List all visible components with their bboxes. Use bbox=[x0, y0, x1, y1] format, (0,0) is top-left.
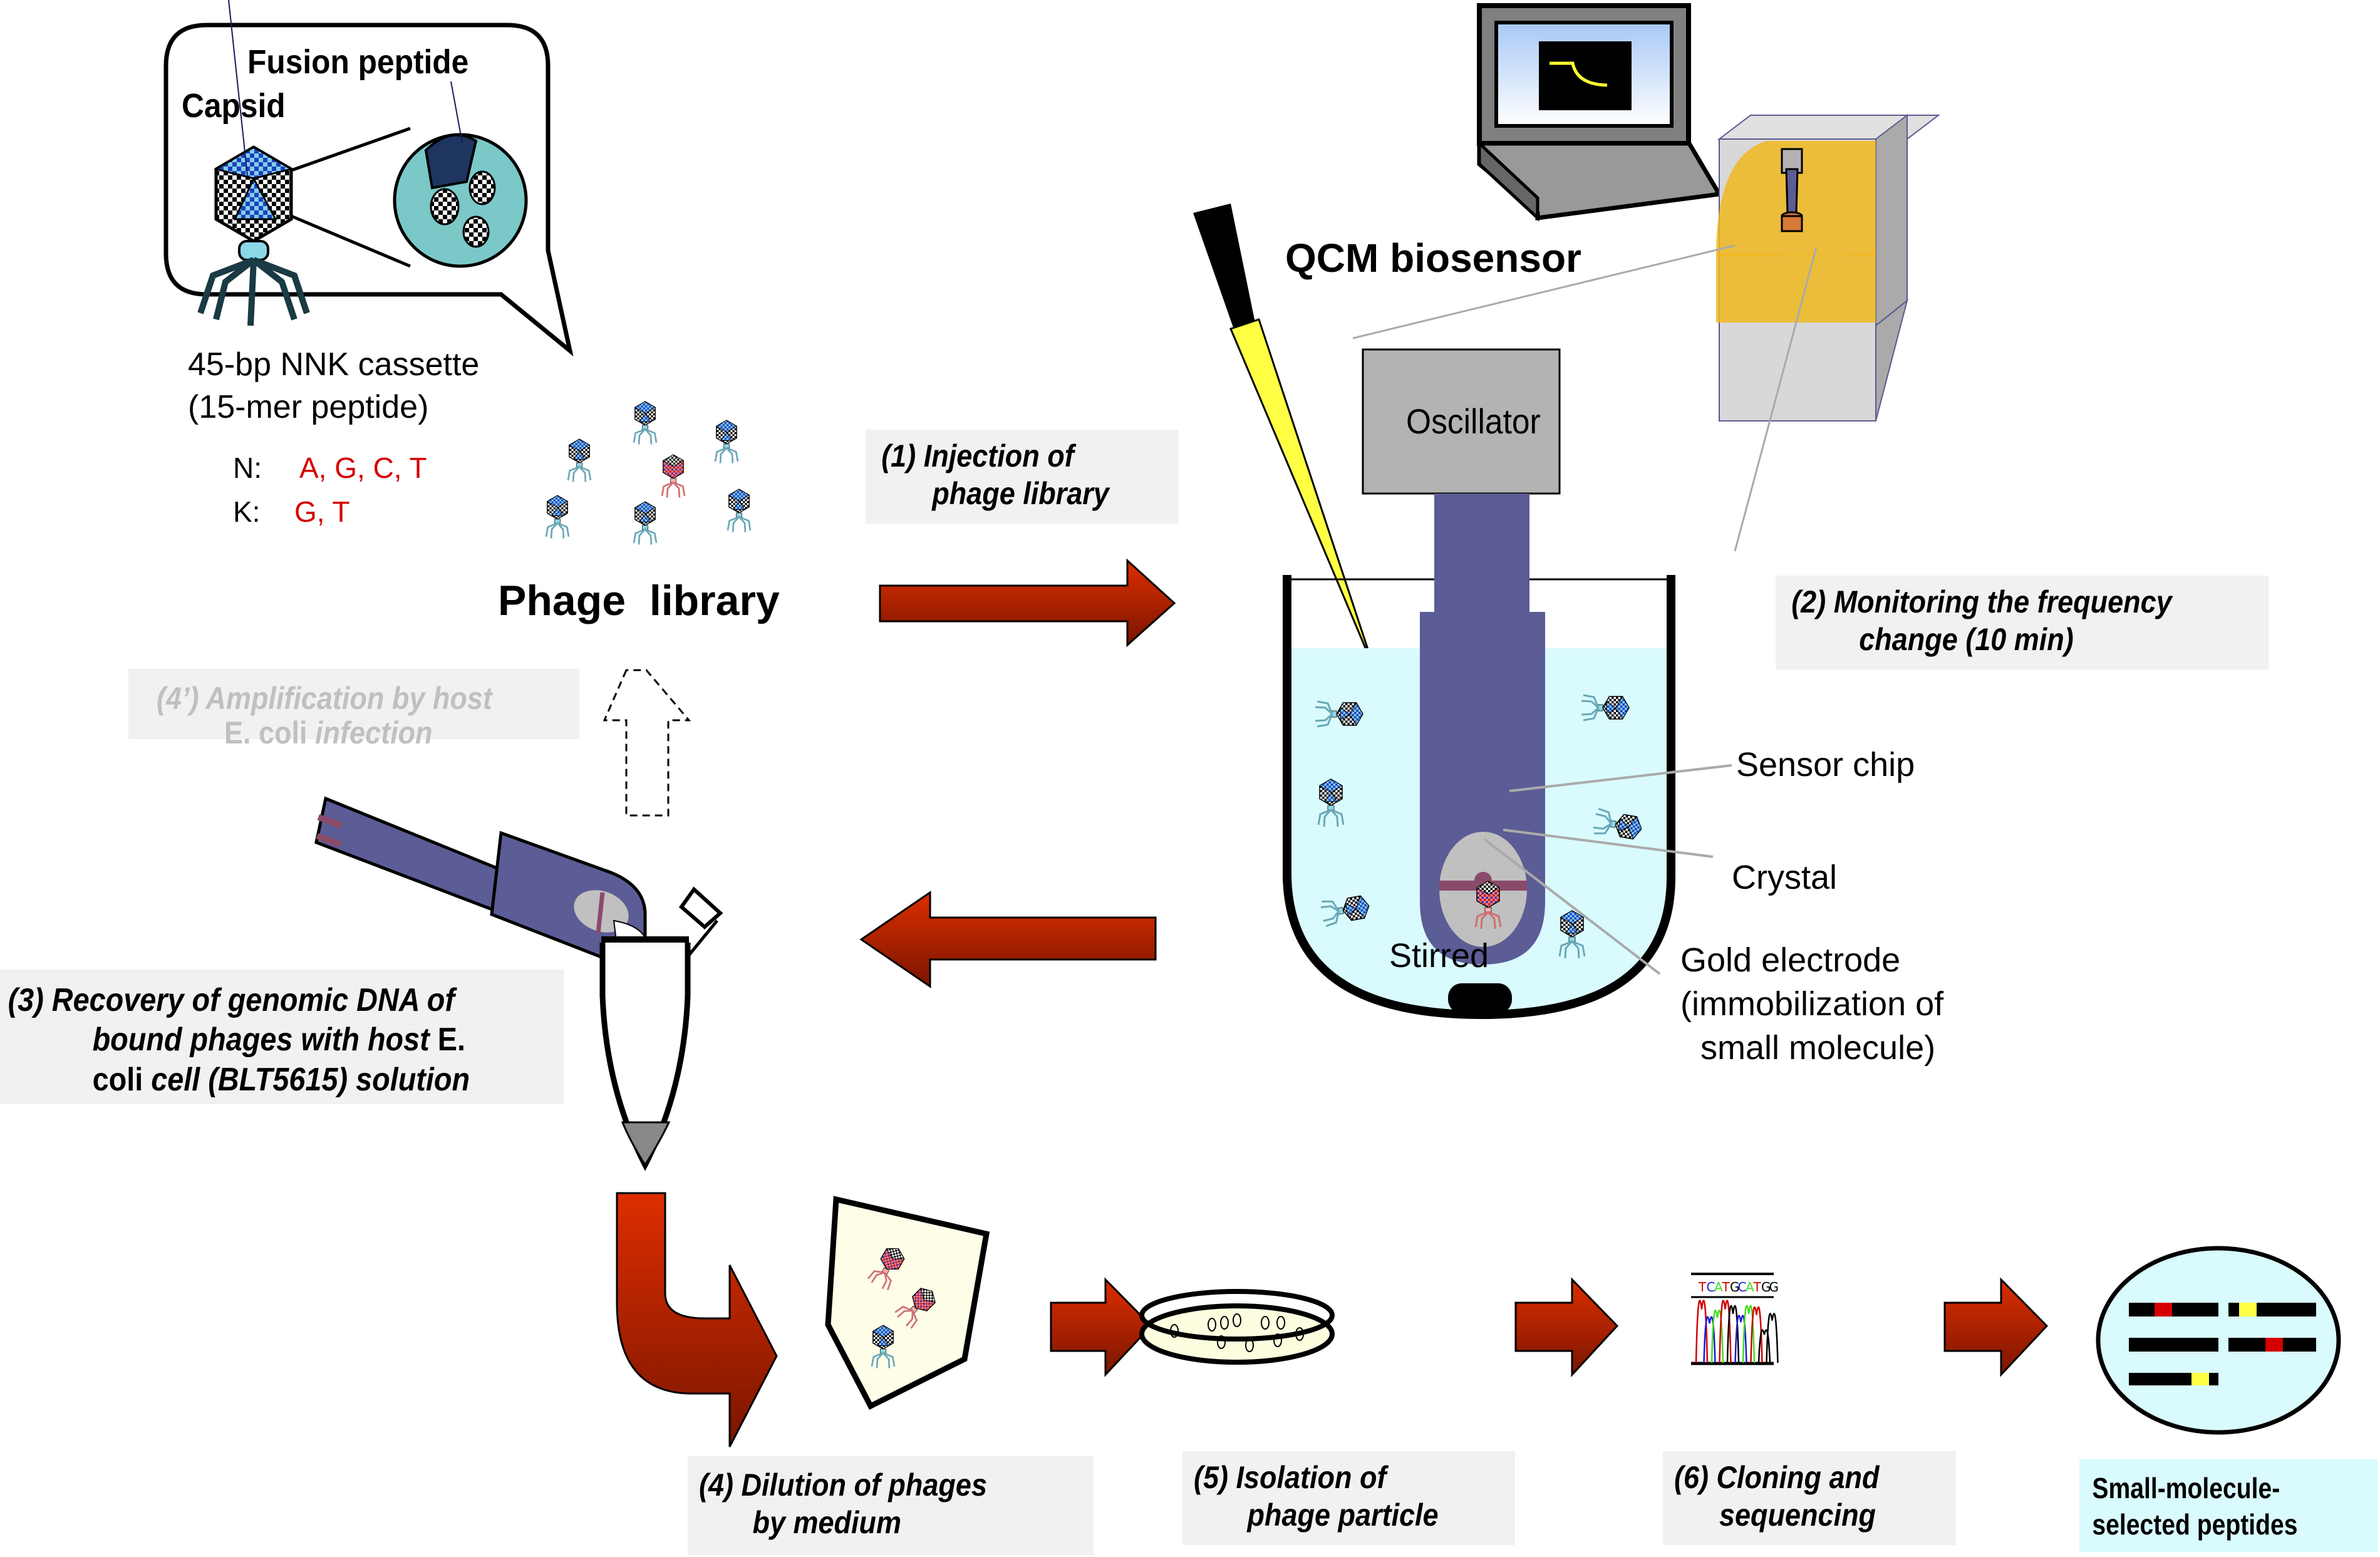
petri-dish-icon bbox=[1139, 1289, 1335, 1365]
sequence-base-letter: A bbox=[1714, 1280, 1723, 1295]
dilution-container bbox=[825, 1196, 990, 1410]
arrow-step6-right bbox=[1514, 1277, 1619, 1377]
sequence-base-letter: T bbox=[1753, 1280, 1762, 1295]
step4prime-line1: (4’) Amplification by host bbox=[157, 681, 492, 716]
step1-line2: phage library bbox=[932, 476, 1109, 511]
selected-peptides-ellipse bbox=[2096, 1246, 2341, 1435]
n-key: N: bbox=[233, 452, 262, 484]
gold-electrode-label-line3: small molecule) bbox=[1700, 1029, 1936, 1067]
pipette-icon bbox=[1193, 204, 1376, 671]
crystal-label: Crystal bbox=[1732, 859, 1838, 896]
step3-line2-plain: E. bbox=[437, 1022, 465, 1058]
step4prime-line2-plain: E. coli bbox=[224, 715, 316, 750]
step3-label-box: (3) Recovery of genomic DNA of bound pha… bbox=[0, 970, 564, 1104]
arrow-step4prime-up-dashed bbox=[603, 669, 691, 817]
sensor-chip-label: Sensor chip bbox=[1736, 746, 1915, 784]
oscillator-unit bbox=[1362, 348, 1561, 495]
k-value: G, T bbox=[294, 495, 350, 528]
phage-library-label: Phage library bbox=[498, 577, 780, 624]
step5-line1: (5) Isolation of bbox=[1194, 1460, 1387, 1495]
sequence-base-letter: G bbox=[1761, 1280, 1771, 1295]
cassette-label-line2: (15-mer peptide) bbox=[188, 389, 429, 425]
qcm-instrument bbox=[1716, 113, 1940, 422]
chromatogram-peak bbox=[1750, 1306, 1763, 1363]
result-line2: selected peptides bbox=[2092, 1508, 2298, 1541]
step5-label-box: (5) Isolation of phage particle bbox=[1182, 1451, 1515, 1545]
sequence-base-letter: T bbox=[1698, 1280, 1707, 1295]
step3-line2: bound phages with host E. bbox=[8, 1020, 564, 1060]
step4-label-box: (4) Dilution of phages by medium bbox=[688, 1456, 1094, 1555]
step3-line3-plain: coli bbox=[92, 1061, 152, 1098]
chromatogram-peak bbox=[1710, 1310, 1724, 1363]
stir-bar bbox=[1448, 983, 1512, 1013]
sequence-base-letter: A bbox=[1746, 1280, 1754, 1295]
step4-line2: by medium bbox=[752, 1505, 902, 1540]
capsid-label: Capsid bbox=[182, 87, 286, 125]
step3-line3: coli cell (BLT5615) solution bbox=[8, 1060, 564, 1100]
step1-line1: (1) Injection of bbox=[881, 438, 1074, 473]
n-value: A, G, C, T bbox=[299, 452, 427, 484]
step3-line2-italic: bound phages with host bbox=[92, 1022, 438, 1058]
arrow-step1-right bbox=[879, 558, 1176, 648]
qcm-biosensor-title: QCM biosensor bbox=[1285, 235, 1581, 281]
laptop-monitor-icon bbox=[1477, 3, 1723, 222]
k-key: K: bbox=[233, 495, 261, 528]
step4prime-line2-italic: infection bbox=[315, 715, 433, 750]
arrow-step3-left bbox=[859, 891, 1157, 988]
step5-line2: phage particle bbox=[1247, 1498, 1439, 1533]
sequence-base-letter: C bbox=[1707, 1280, 1715, 1295]
arrow-final-right bbox=[1943, 1277, 2049, 1377]
arrow-step4-curved bbox=[616, 1192, 778, 1447]
step6-line2: sequencing bbox=[1719, 1498, 1876, 1533]
result-line1: Small-molecule- bbox=[2092, 1472, 2280, 1504]
step4prime-label-box: (4’) Amplification by host E. coli infec… bbox=[128, 669, 579, 750]
phage-library-cluster bbox=[545, 400, 752, 546]
chip-holder-icon bbox=[314, 796, 649, 962]
step2-line2: change (10 min) bbox=[1859, 622, 2074, 657]
fusion-peptide-illustration bbox=[393, 81, 528, 268]
chromatogram-peak bbox=[1703, 1316, 1716, 1363]
chromatogram-peak bbox=[1766, 1313, 1779, 1363]
oscillator-label: Oscillator bbox=[1406, 401, 1541, 441]
step6-label-box: (6) Cloning and sequencing bbox=[1663, 1451, 1956, 1545]
step6-line1: (6) Cloning and bbox=[1674, 1460, 1880, 1495]
sequencing-chromatogram bbox=[1691, 1273, 1779, 1365]
step2-line1: (2) Monitoring the frequency bbox=[1791, 584, 2172, 619]
sequence-base-letter: C bbox=[1738, 1280, 1747, 1295]
microtube-icon bbox=[599, 886, 723, 1171]
sensor-chip bbox=[1420, 494, 1545, 965]
capsid-phage-illustration bbox=[197, 0, 411, 326]
chromatogram-peak bbox=[1734, 1315, 1747, 1363]
gold-electrode-label-line2: (immobilization of bbox=[1680, 985, 1944, 1023]
fusion-peptide-label: Fusion peptide bbox=[247, 43, 469, 81]
gold-electrode-label-line1: Gold electrode bbox=[1680, 941, 1901, 979]
step2-label-box: (2) Monitoring the frequency change (10 … bbox=[1776, 576, 2269, 670]
arrow-step5-right bbox=[1050, 1277, 1153, 1377]
sequence-base-letter: G bbox=[1730, 1280, 1740, 1295]
step3-line1: (3) Recovery of genomic DNA of bbox=[8, 982, 455, 1018]
chromatogram-peak bbox=[1757, 1329, 1771, 1363]
step1-label-box: (1) Injection of phage library bbox=[866, 430, 1179, 524]
cassette-label-line1: 45-bp NNK cassette bbox=[188, 346, 480, 383]
result-label-box: Small-molecule- selected peptides bbox=[2079, 1459, 2377, 1552]
step4prime-line2: E. coli infection bbox=[157, 716, 579, 750]
stirred-label: Stirred bbox=[1389, 937, 1489, 975]
sequence-base-letter: T bbox=[1722, 1280, 1731, 1295]
step3-line3-italic: cell (BLT5615) solution bbox=[151, 1061, 470, 1098]
step4-line1: (4) Dilution of phages bbox=[699, 1467, 987, 1503]
sequence-base-letter: G bbox=[1769, 1280, 1779, 1295]
